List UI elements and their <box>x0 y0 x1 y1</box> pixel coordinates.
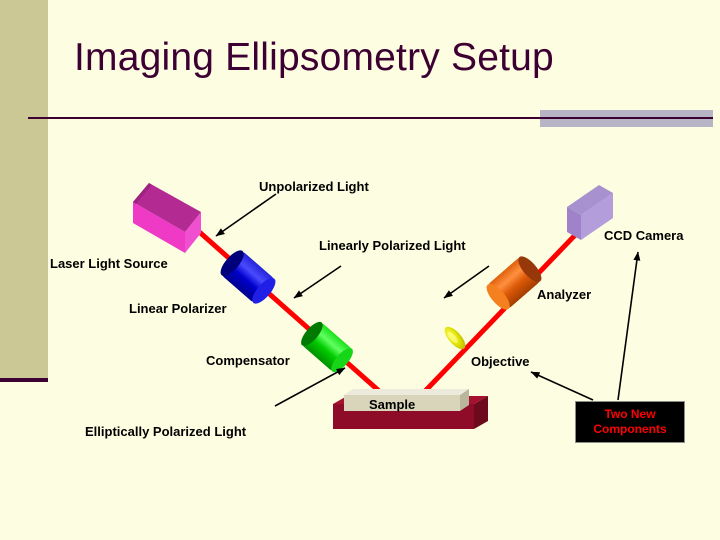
label-linearly-polarized-light: Linearly Polarized Light <box>319 238 466 253</box>
label-compensator: Compensator <box>206 353 290 368</box>
label-ccd-camera: CCD Camera <box>604 228 684 243</box>
title-divider-rule <box>28 117 713 119</box>
sidebar-underline <box>0 378 48 382</box>
callout-two-new-components: Two New Components <box>575 401 685 443</box>
arrow-linearly-polarized-right <box>443 265 490 299</box>
callout-line-1: Two New <box>604 407 656 421</box>
annotation-arrows <box>215 193 641 407</box>
label-linear-polarizer: Linear Polarizer <box>129 301 227 316</box>
label-sample: Sample <box>369 397 416 412</box>
label-analyzer: Analyzer <box>537 287 592 302</box>
objective-icon <box>444 326 466 350</box>
label-unpolarized-light: Unpolarized Light <box>259 179 369 194</box>
sample-stage-icon <box>333 389 488 429</box>
linear-polarizer-icon <box>220 250 276 304</box>
callout-line-2: Components <box>593 422 667 436</box>
arrow-callout-to-analyzer <box>617 251 641 401</box>
laser-light-source-icon <box>133 183 201 253</box>
page-title: Imaging Ellipsometry Setup <box>74 36 554 79</box>
label-laser-light-source: Laser Light Source <box>50 256 168 271</box>
compensator-icon <box>301 321 353 373</box>
ccd-camera-icon <box>567 185 613 240</box>
label-objective: Objective <box>471 354 530 369</box>
arrow-elliptically-polarized <box>274 367 346 407</box>
label-elliptically-polarized-light: Elliptically Polarized Light <box>85 424 247 439</box>
arrow-linearly-polarized-left <box>293 265 342 299</box>
sidebar-decorative-band <box>0 0 48 378</box>
analyzer-icon <box>486 256 542 310</box>
arrow-unpolarized-light <box>215 193 277 237</box>
arrow-callout-to-objective <box>530 371 594 401</box>
